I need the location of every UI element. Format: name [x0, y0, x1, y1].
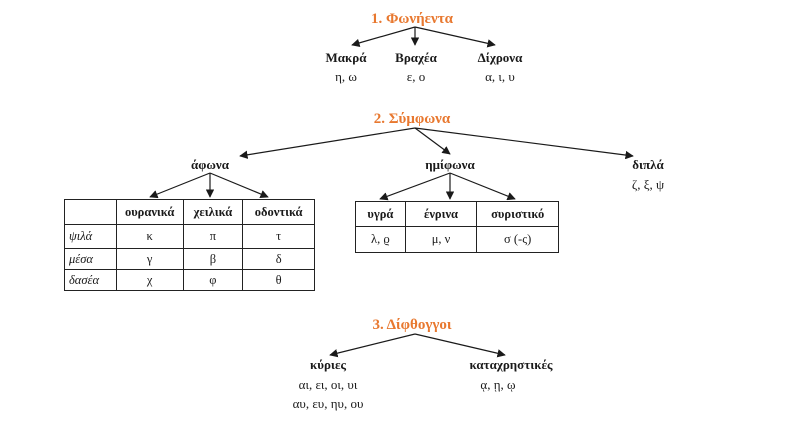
table-row: μέσα γ β δ — [64, 248, 315, 270]
afona-row-label: δασέα — [64, 269, 117, 291]
arrow-consonants-imifona — [414, 127, 451, 155]
kyries-letters-line2: αυ, ευ, ηυ, ου — [292, 396, 364, 411]
kyries-letters-line1: αι, ει, οι, υι — [298, 377, 358, 392]
imifona-header-enrina: ένρινα — [404, 201, 478, 227]
afona-group-odontika: οδοντικά — [242, 199, 315, 225]
imifona-cell: μ, ν — [404, 226, 478, 253]
afona-label: άφωνα — [191, 157, 229, 172]
vowel-category-vraxea: Βραχέα — [395, 50, 437, 65]
dipla-letters: ζ, ξ, ψ — [631, 177, 665, 192]
afona-cell: κ — [115, 224, 184, 249]
arrow-vowels-makra — [351, 26, 416, 47]
katachristikes-label: καταχρηστικές — [469, 357, 553, 372]
table-row: δασέα χ φ θ — [64, 269, 315, 291]
arrow-consonants-afona — [239, 127, 416, 159]
katachristikes-letters: ᾳ, ῃ, ῳ — [480, 377, 516, 392]
afona-row-label: ψιλά — [64, 224, 117, 249]
afona-header-row: ουρανικά χειλικά οδοντικά — [64, 199, 315, 225]
arrow-imifona-ygra — [379, 172, 451, 201]
afona-cell: τ — [242, 224, 315, 249]
afona-group-ouranika: ουρανικά — [115, 199, 184, 225]
afona-cell: φ — [182, 269, 244, 291]
imifona-label: ημίφωνα — [425, 157, 475, 172]
vowel-letters-vraxea: ε, ο — [406, 69, 426, 84]
afona-cell: π — [182, 224, 244, 249]
imifona-header-ygra: υγρά — [355, 201, 406, 227]
arrow-afona-ouranika — [149, 172, 211, 199]
diphthongs-title: 3. Δίφθογγοι — [372, 317, 452, 333]
arrow-consonants-dipla — [414, 127, 634, 160]
imifona-cell: σ (-ς) — [476, 226, 559, 253]
imifona-header-syristiko: συριστικό — [476, 201, 559, 227]
arrow-diphthongs-katachristikes — [414, 333, 506, 358]
afona-corner-cell — [64, 199, 117, 225]
afona-cell: δ — [242, 248, 315, 270]
afona-group-xeilika: χειλικά — [182, 199, 244, 225]
arrow-vowels-dixrona — [414, 26, 496, 48]
vowel-category-makra: Μακρά — [325, 50, 367, 65]
arrow-imifona-syristiko — [449, 172, 516, 201]
vowel-letters-dixrona: α, ι, υ — [485, 69, 515, 84]
arrow-diphthongs-kyries — [329, 333, 416, 358]
imifona-cell: λ, ϱ — [355, 226, 406, 253]
table-row: ψιλά κ π τ — [64, 224, 315, 249]
arrow-afona-odontika — [209, 172, 269, 198]
afona-cell: χ — [115, 269, 184, 291]
imifona-header-row: υγρά ένρινα συριστικό — [355, 201, 559, 227]
table-row: λ, ϱ μ, ν σ (-ς) — [355, 226, 559, 253]
afona-cell: γ — [115, 248, 184, 270]
consonants-title: 2. Σύμφωνα — [373, 111, 451, 127]
vowel-letters-makra: η, ω — [335, 69, 357, 84]
imifona-table: υγρά ένρινα συριστικό λ, ϱ μ, ν σ (-ς) — [355, 201, 559, 253]
kyries-label: κύριες — [310, 357, 346, 372]
afona-cell: θ — [242, 269, 315, 291]
dipla-label: διπλά — [632, 157, 664, 172]
afona-table: ουρανικά χειλικά οδοντικά ψιλά κ π τ μέσ… — [64, 199, 315, 291]
vowels-title: 1. Φωνήεντα — [370, 11, 454, 27]
afona-cell: β — [182, 248, 244, 270]
vowel-category-dixrona: Δίχρονα — [477, 50, 523, 65]
afona-row-label: μέσα — [64, 248, 117, 270]
